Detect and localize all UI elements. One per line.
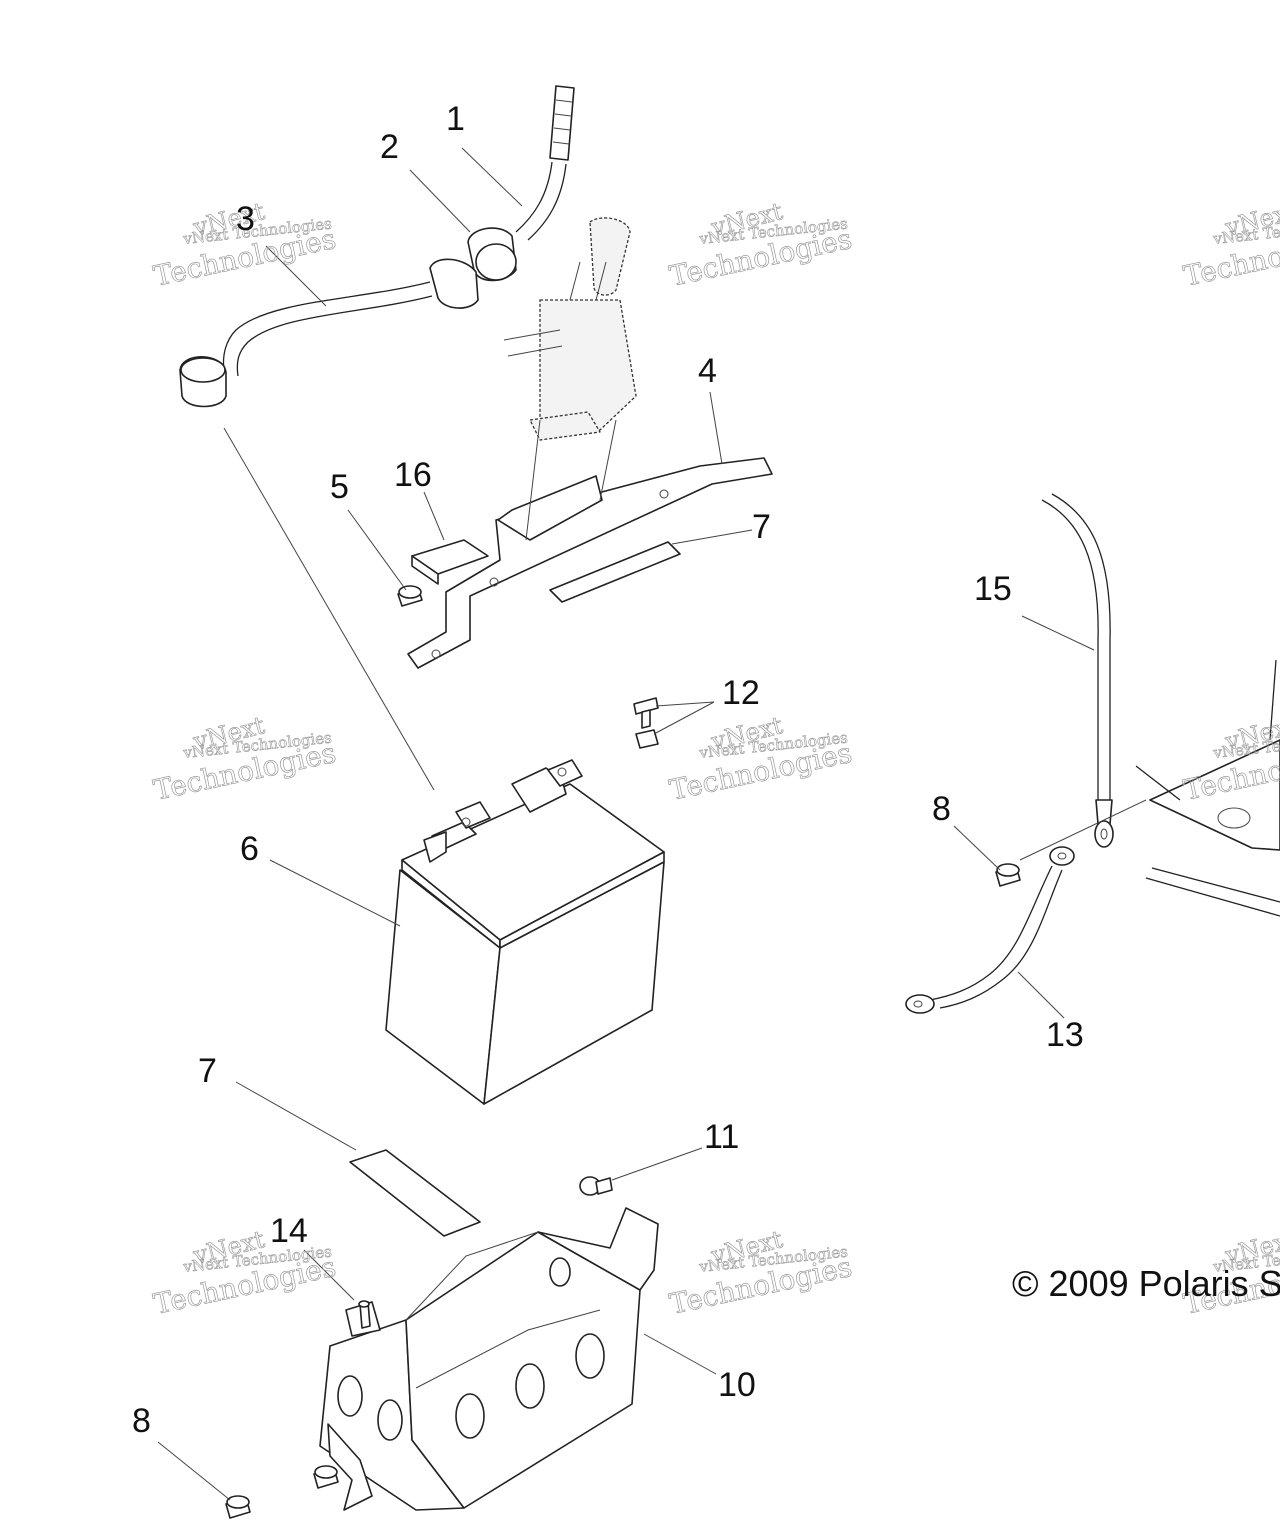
copyright-text: © 2009 Polaris S — [1012, 1263, 1280, 1304]
part-12-terminal-bolt-nut — [633, 697, 659, 749]
callout-13: 13 — [1046, 1016, 1084, 1054]
part-8-nut-right — [995, 863, 1021, 887]
callout-1: 1 — [446, 100, 465, 138]
part-14-stud — [358, 1300, 371, 1329]
callout-4: 4 — [698, 352, 717, 390]
callout-15: 15 — [974, 570, 1012, 608]
part-4-bracket — [407, 419, 773, 669]
callout-6: 6 — [240, 830, 259, 868]
part-8-nut-lower — [225, 1495, 251, 1519]
callout-7-lower: 7 — [198, 1052, 217, 1090]
leader-lines — [157, 147, 1147, 1501]
callout-8-lower: 8 — [132, 1402, 151, 1440]
callout-10: 10 — [718, 1366, 756, 1404]
callout-16: 16 — [394, 456, 432, 494]
callout-14: 14 — [270, 1212, 308, 1250]
watermark-2: vNext vNext Technologies Technologies — [666, 197, 855, 293]
callout-8-right: 8 — [932, 790, 951, 828]
callout-11: 11 — [704, 1118, 739, 1156]
part-16-pad — [411, 539, 489, 585]
watermark-8: vNext vNext Technologies Technologies — [666, 1225, 855, 1321]
frame-fragment — [1135, 659, 1280, 917]
callout-5: 5 — [330, 468, 349, 506]
part-7-pad-upper — [549, 541, 681, 603]
starter-solenoid — [503, 217, 637, 441]
part-13-negative-cable — [905, 846, 1075, 1014]
watermark-4: vNext vNext Technologies Technologies — [150, 711, 339, 807]
callout-12: 12 — [722, 674, 760, 712]
part-11-bolt — [579, 1176, 613, 1196]
part-8-nut-tray — [313, 1465, 339, 1489]
watermark-7: vNext vNext Technologies Technologies — [150, 1225, 339, 1321]
part-1-battery-cable — [515, 85, 575, 241]
part-2-terminal-boot — [467, 227, 517, 282]
watermark-5: vNext vNext Technologies Technologies — [666, 711, 855, 807]
watermark-3: vNext vNext Technologies Technologies — [1180, 197, 1280, 293]
part-5-nut — [397, 585, 423, 607]
part-6-battery — [385, 759, 665, 1105]
part-10-battery-tray — [319, 1207, 659, 1511]
callout-3: 3 — [236, 200, 255, 238]
part-7-pad-lower — [349, 1149, 481, 1237]
callout-2: 2 — [380, 128, 399, 166]
callout-7-upper: 7 — [752, 508, 771, 546]
part-3-cable-with-boot — [179, 258, 479, 408]
part-15-ground-cable — [1041, 493, 1114, 848]
